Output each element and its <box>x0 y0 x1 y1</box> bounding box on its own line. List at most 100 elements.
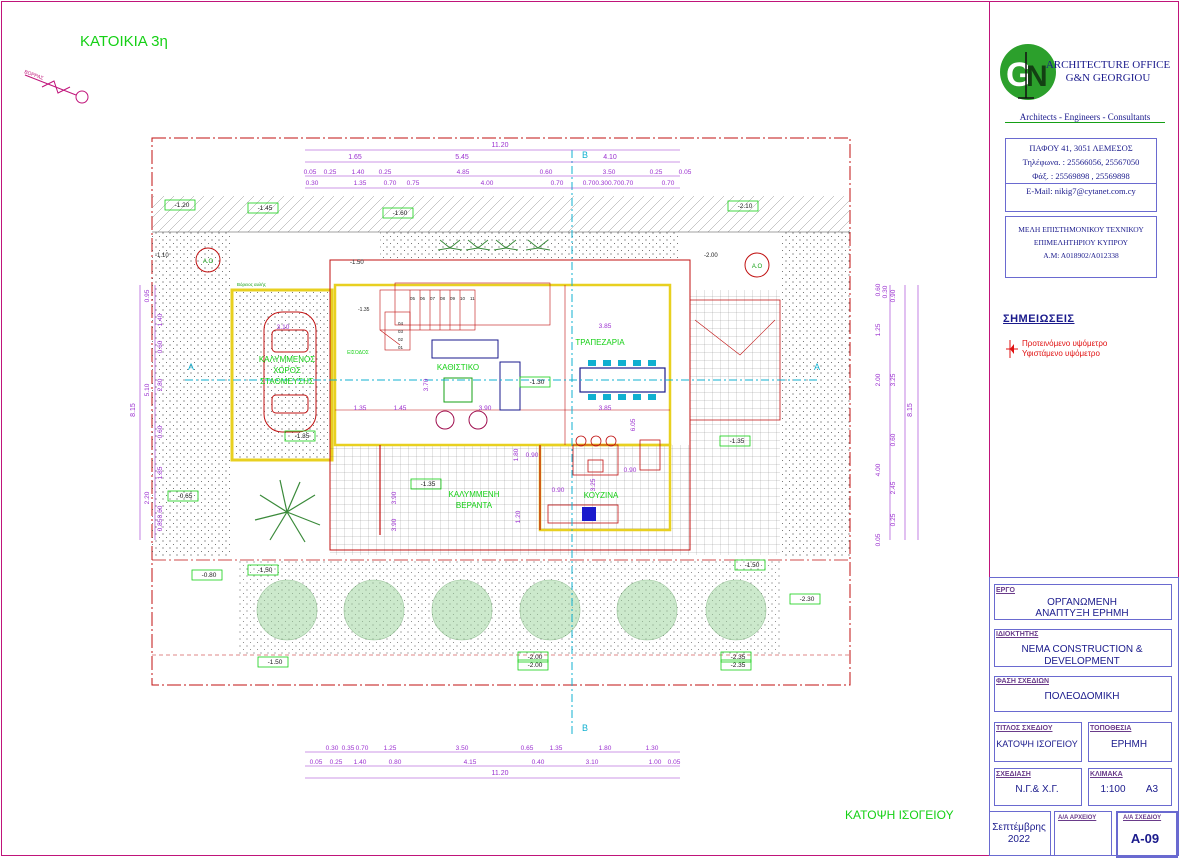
section-b-top: B <box>582 150 588 160</box>
drawn-value: Ν.Γ.& Χ.Γ. <box>1015 784 1059 795</box>
office-name: ARCHITECTURE OFFICE G&N GEORGIOU <box>1045 59 1171 84</box>
level-box <box>247 202 279 214</box>
dim-left: 0.95 <box>144 289 151 302</box>
stair-step: 07 <box>430 296 436 301</box>
rear-yard <box>380 232 680 260</box>
dim-right: 0.90 <box>890 289 897 302</box>
misc-label: -1.10 <box>155 253 169 259</box>
back-strip <box>152 196 850 232</box>
membership-box: ΜΕΛΗ ΕΠΙΣΤΗΜΟΝΙΚΟΥ ΤΕΧΝΙΚΟΥ ΕΠΙΜΕΛΗΤΗΡΙΟ… <box>1005 216 1157 278</box>
drawn-label: ΣΧΕΔΙΑΣΗ <box>996 771 1031 778</box>
svg-text:G: G <box>1006 56 1032 94</box>
front-garden <box>237 560 782 655</box>
title-label: ΤΙΤΛΟΣ ΣΧΕΔΙΟΥ <box>996 725 1053 732</box>
left-yard <box>152 232 232 557</box>
dim-left: 5.10 <box>144 383 151 396</box>
level-box <box>720 651 752 663</box>
paper-value: A3 <box>1145 784 1159 795</box>
file-box <box>1054 811 1112 856</box>
level-value: -2.00 <box>528 662 543 669</box>
dim-inner: 1.35 <box>354 405 367 412</box>
dim-right: 4.00 <box>875 463 882 476</box>
dim-top-1: 5.45 <box>455 154 469 161</box>
notes-heading: ΣΗΜΕΙΩΣΕΙΣ <box>1003 313 1075 325</box>
dim-top-2: 0.25 <box>324 169 337 176</box>
room-label: ΚΑΛΥΜΜΕΝΟΣ <box>259 355 315 364</box>
level-box <box>247 564 279 576</box>
scale-value: 1:100 <box>1100 784 1126 795</box>
dim-left: 2.80 <box>157 378 164 391</box>
level-value: -2.10 <box>738 203 753 210</box>
dim-left: 1.85 <box>157 466 164 479</box>
dim-top-2: 1.40 <box>352 169 365 176</box>
overall-depth-left: 8.15 <box>130 403 137 417</box>
level-value: -1.50 <box>258 567 273 574</box>
svg-text:N: N <box>1026 60 1048 93</box>
office-tagline: Architects - Engineers - Consultants <box>1005 112 1165 123</box>
bottom-dimensions <box>305 751 680 779</box>
level-value: -1.50 <box>268 659 283 666</box>
stair-step: 03 <box>398 329 404 334</box>
ao-label: Α.Ο <box>203 259 214 265</box>
dim-right: 3.25 <box>890 373 897 386</box>
dim-bottom-2: 0.05 <box>668 759 681 766</box>
plants-back <box>437 239 551 251</box>
phase-value: ΠΟΛΕΟΔΟΜΙΚΗ <box>1044 691 1120 702</box>
drawing-heading: ΚΑΤΟΙΚΙΑ 3η <box>80 33 168 50</box>
stair-step: 10 <box>460 296 466 301</box>
location-label: ΤΟΠΟΘΕΣΙΑ <box>1090 725 1132 732</box>
dim-inner: 0.90 <box>526 452 539 459</box>
dim-bottom-1: 1.35 <box>550 745 563 752</box>
living-sofa <box>431 339 521 430</box>
office-contact-box: ΠΑΦΟΥ 41, 3051 ΛΕΜΕΣΟΣ Τηλέφωνα. : 25566… <box>1005 138 1157 212</box>
section-a-left: A <box>188 362 194 372</box>
overall-width-top: 11.20 <box>492 142 509 149</box>
level-value: -1.45 <box>258 205 273 212</box>
stair-step: 02 <box>398 337 404 342</box>
car-icon <box>263 311 317 433</box>
level-box <box>382 207 414 219</box>
level-value: -1.35 <box>730 438 745 445</box>
room-label: ΚΟΥΖΙΝΑ <box>584 491 619 500</box>
north-arrow-icon: ΒΟΡΡΑΣ <box>23 69 89 104</box>
ao-circle-left <box>195 247 221 273</box>
dim-bottom-1: 1.25 <box>384 745 397 752</box>
dim-top-3: 4.00 <box>481 180 494 187</box>
dim-right: 0.25 <box>890 513 897 526</box>
kitchen-fixtures <box>547 435 661 524</box>
level-box <box>284 430 316 442</box>
dim-left: 0.85 <box>157 518 164 531</box>
dim-right: 2.45 <box>890 481 897 494</box>
staircase <box>379 289 476 351</box>
level-box <box>720 659 752 671</box>
dim-bottom-1: 0.70 <box>356 745 369 752</box>
date-value: Σεπτέμβρης 2022 <box>992 822 1046 845</box>
right-terrace <box>690 290 780 555</box>
date-box <box>989 811 1051 856</box>
dim-inner: 3.90 <box>391 491 398 504</box>
misc-label: -2.00 <box>704 253 718 259</box>
level-box <box>517 651 549 663</box>
dim-inner: 3.90 <box>391 518 398 531</box>
dim-top-3: 0.70 <box>662 180 675 187</box>
dim-top-3: 0.30 <box>306 180 319 187</box>
dim-bottom-2: 1.00 <box>649 759 662 766</box>
overall-depth-right: 8.15 <box>907 403 914 417</box>
note-proposed: Προτεινόμενο υψόμετρο <box>1022 339 1108 348</box>
level-value: -2.00 <box>528 654 543 661</box>
dim-top-3: 0.70 <box>384 180 397 187</box>
level-box <box>719 435 751 447</box>
level-value: -1.20 <box>175 202 190 209</box>
project-box <box>994 584 1172 620</box>
dim-inner: 0.90 <box>624 467 637 474</box>
project-value: ΟΡΓΑΝΩΜΕΝΗ ΑΝΑΠΤΥΞΗ ΕΡΗΜΗ <box>1035 597 1129 619</box>
level-box <box>517 659 549 671</box>
dim-top-2: 0.05 <box>304 169 317 176</box>
stair-step: 05 <box>410 296 416 301</box>
room-label: ΒΕΡΑΝΤΑ <box>456 501 493 510</box>
dim-top-2: 4.85 <box>457 169 470 176</box>
level-value: -1.60 <box>393 210 408 217</box>
sheet-label: Α/Α ΣΧΕΔΙΟΥ <box>1123 815 1162 821</box>
level-value: -0.65 <box>178 493 193 500</box>
